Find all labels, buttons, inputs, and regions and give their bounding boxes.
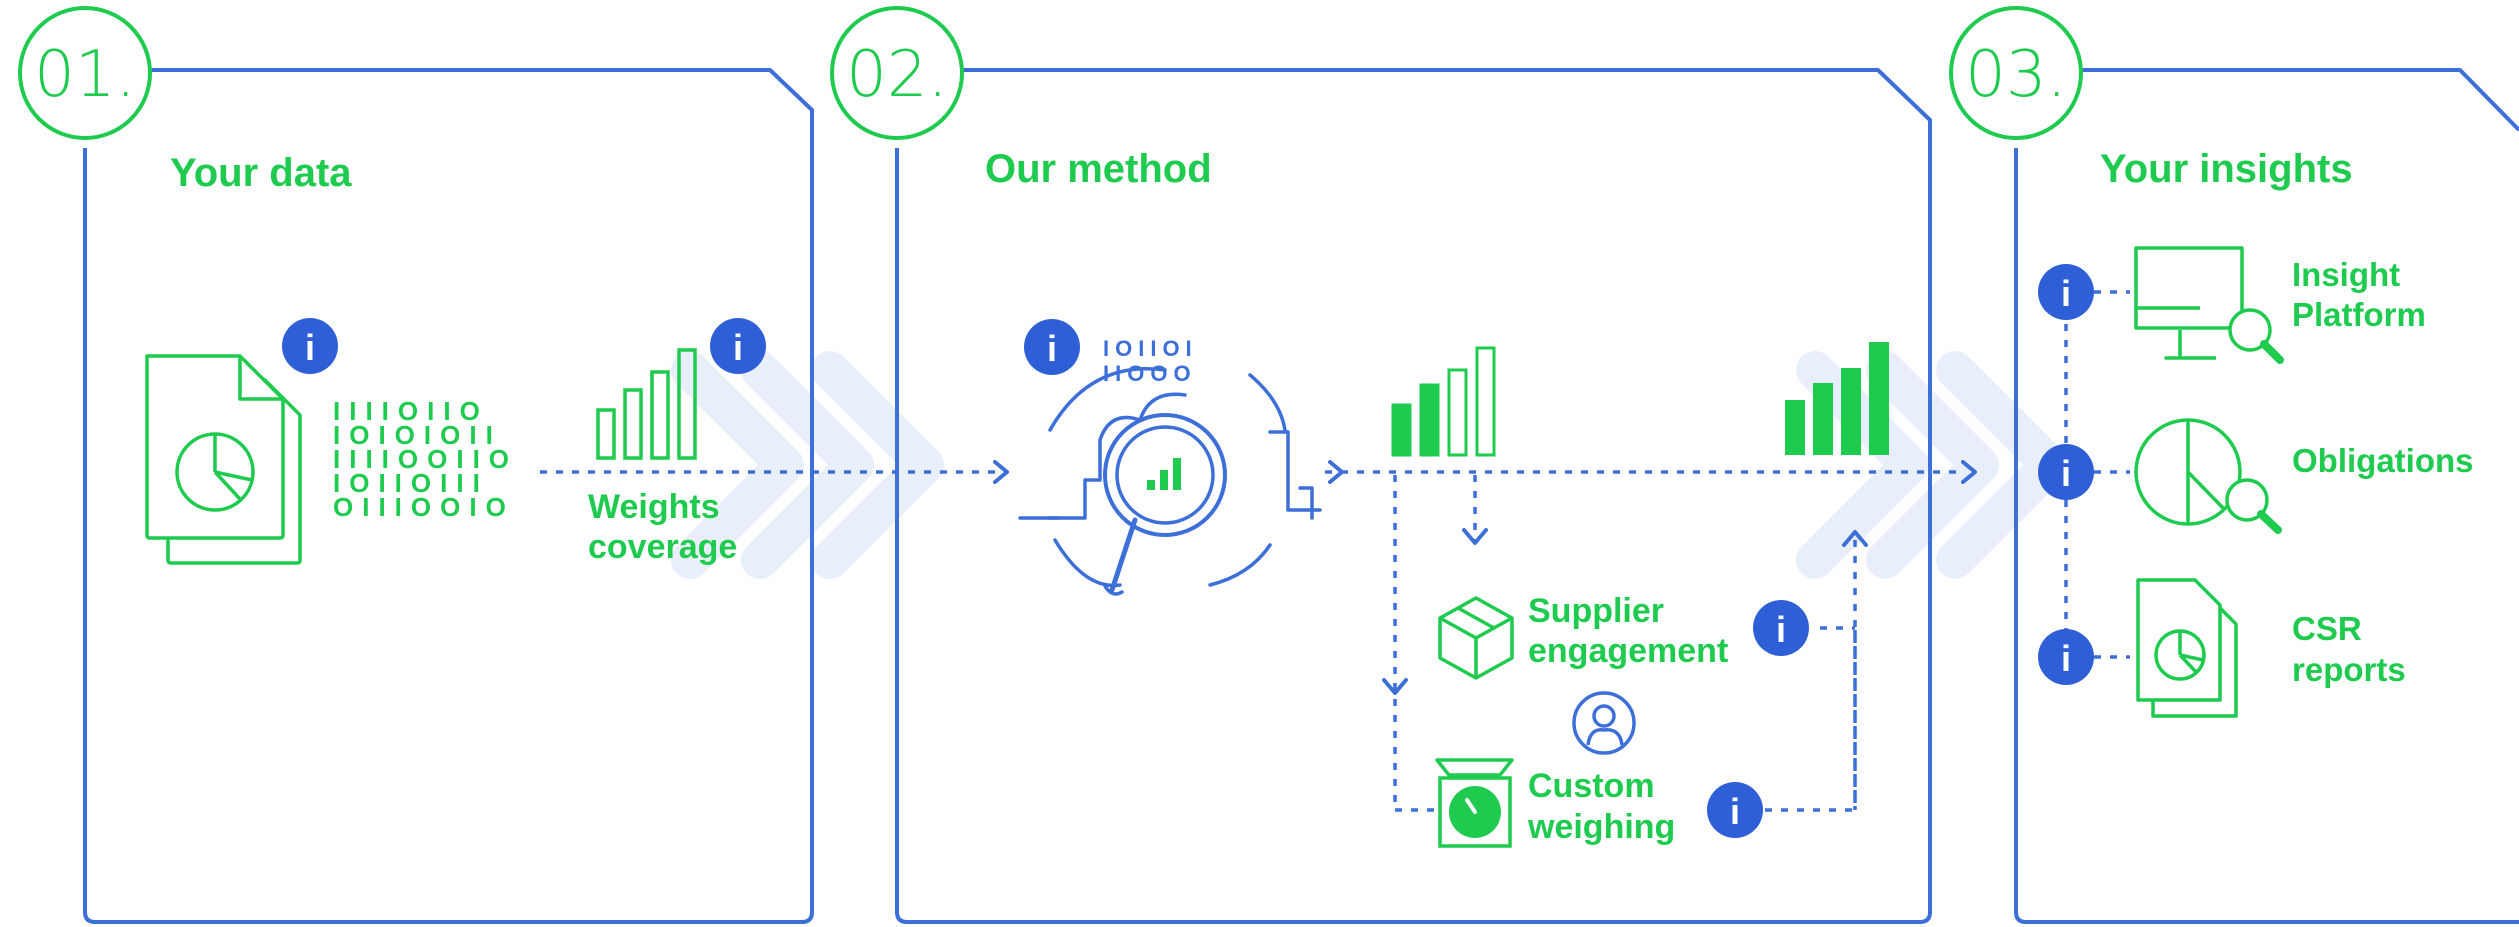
- branch-arrows: [1382, 528, 1868, 695]
- branch-lines: [1393, 475, 1857, 812]
- pie-magnifier-icon: [2134, 418, 2282, 534]
- csr-label-1: CSR: [2292, 610, 2362, 647]
- panel-2-frame: [895, 68, 1932, 924]
- binary-data-block: IIIIOIIO IOIOIOII IIIIOOIIO IOIIOIII OII…: [333, 396, 518, 522]
- stage-1-number: 01.: [34, 38, 136, 112]
- supplier-box-icon: [1438, 596, 1514, 680]
- svg-text:IIOOO: IIOOO: [1103, 361, 1197, 386]
- info-badge-custom[interactable]: i: [1707, 782, 1763, 838]
- csr-label-2: reports: [2292, 651, 2406, 688]
- supplier-label-2: engagement: [1528, 632, 1728, 670]
- svg-text:i: i: [733, 327, 743, 368]
- report-icon: [2136, 578, 2238, 718]
- info-badge-method[interactable]: i: [1024, 319, 1080, 375]
- svg-text:i: i: [1776, 609, 1786, 650]
- info-badge-csr[interactable]: i: [2038, 629, 2094, 685]
- weights-bars-icon: [596, 348, 697, 460]
- analysis-magnifier-icon: [1018, 367, 1322, 596]
- svg-text:i: i: [2061, 273, 2071, 314]
- info-badge-data[interactable]: i: [282, 318, 338, 374]
- stage-1-badge: 01.: [18, 6, 152, 140]
- stage-3-badge: 03.: [1949, 6, 2083, 140]
- info-badge-insight[interactable]: i: [2038, 264, 2094, 320]
- person-icon: [1572, 691, 1636, 755]
- panel-1-frame: [83, 68, 814, 924]
- svg-text:OIIIOOIO: OIIIOOIO: [333, 492, 515, 522]
- panel-frames: [83, 68, 2519, 924]
- report-document-icon: [145, 354, 302, 565]
- stage-3-title: Your insights: [2100, 147, 2353, 191]
- info-badge-obligations[interactable]: i: [2038, 444, 2094, 500]
- scale-icon: [1435, 758, 1514, 848]
- svg-text:IOIIOIII: IOIIOIII: [333, 468, 489, 498]
- svg-text:IIIIOIIO: IIIIOIIO: [333, 396, 489, 426]
- chevrons-1-2: [671, 351, 944, 579]
- info-badge-weights[interactable]: i: [710, 318, 766, 374]
- monitor-icon: [2134, 246, 2284, 364]
- insight-platform-label-1: Insight: [2292, 256, 2400, 293]
- obligations-label: Obligations: [2292, 442, 2474, 479]
- svg-text:IOIOIOII: IOIOIOII: [333, 420, 502, 450]
- svg-text:i: i: [2061, 453, 2071, 494]
- main-flow-arrows: [993, 460, 1977, 484]
- info-badge-supplier[interactable]: i: [1753, 600, 1809, 656]
- weights-coverage-label-1: Weights: [588, 488, 720, 526]
- supplier-label-1: Supplier: [1528, 592, 1664, 630]
- magnifier-mini-bars: [1147, 458, 1181, 490]
- stage-2-title: Our method: [985, 147, 1212, 191]
- svg-text:i: i: [2061, 638, 2071, 679]
- svg-text:IIIIOOIIO: IIIIOOIIO: [333, 444, 518, 474]
- weights-coverage-label-2: coverage: [588, 528, 737, 566]
- svg-text:i: i: [1047, 328, 1057, 369]
- stage-3-number: 03.: [1965, 38, 2067, 112]
- stage-2-badge: 02.: [830, 6, 964, 140]
- method-bars-icon: [1391, 346, 1496, 457]
- stage-2-number: 02.: [846, 38, 948, 112]
- insight-platform-label-2: Platform: [2292, 296, 2426, 333]
- svg-text:IOIIOI: IOIIOI: [1103, 336, 1198, 361]
- svg-text:i: i: [1730, 791, 1740, 832]
- result-bars-icon: [1785, 342, 1889, 455]
- panel-3-frame: [2014, 68, 2519, 924]
- custom-label-1: Custom: [1528, 767, 1655, 805]
- magnifier-binary: IOIIOI IIOOO: [1103, 336, 1198, 386]
- stage-1-title: Your data: [170, 151, 352, 195]
- custom-label-2: weighing: [1527, 808, 1675, 846]
- svg-text:i: i: [305, 327, 315, 368]
